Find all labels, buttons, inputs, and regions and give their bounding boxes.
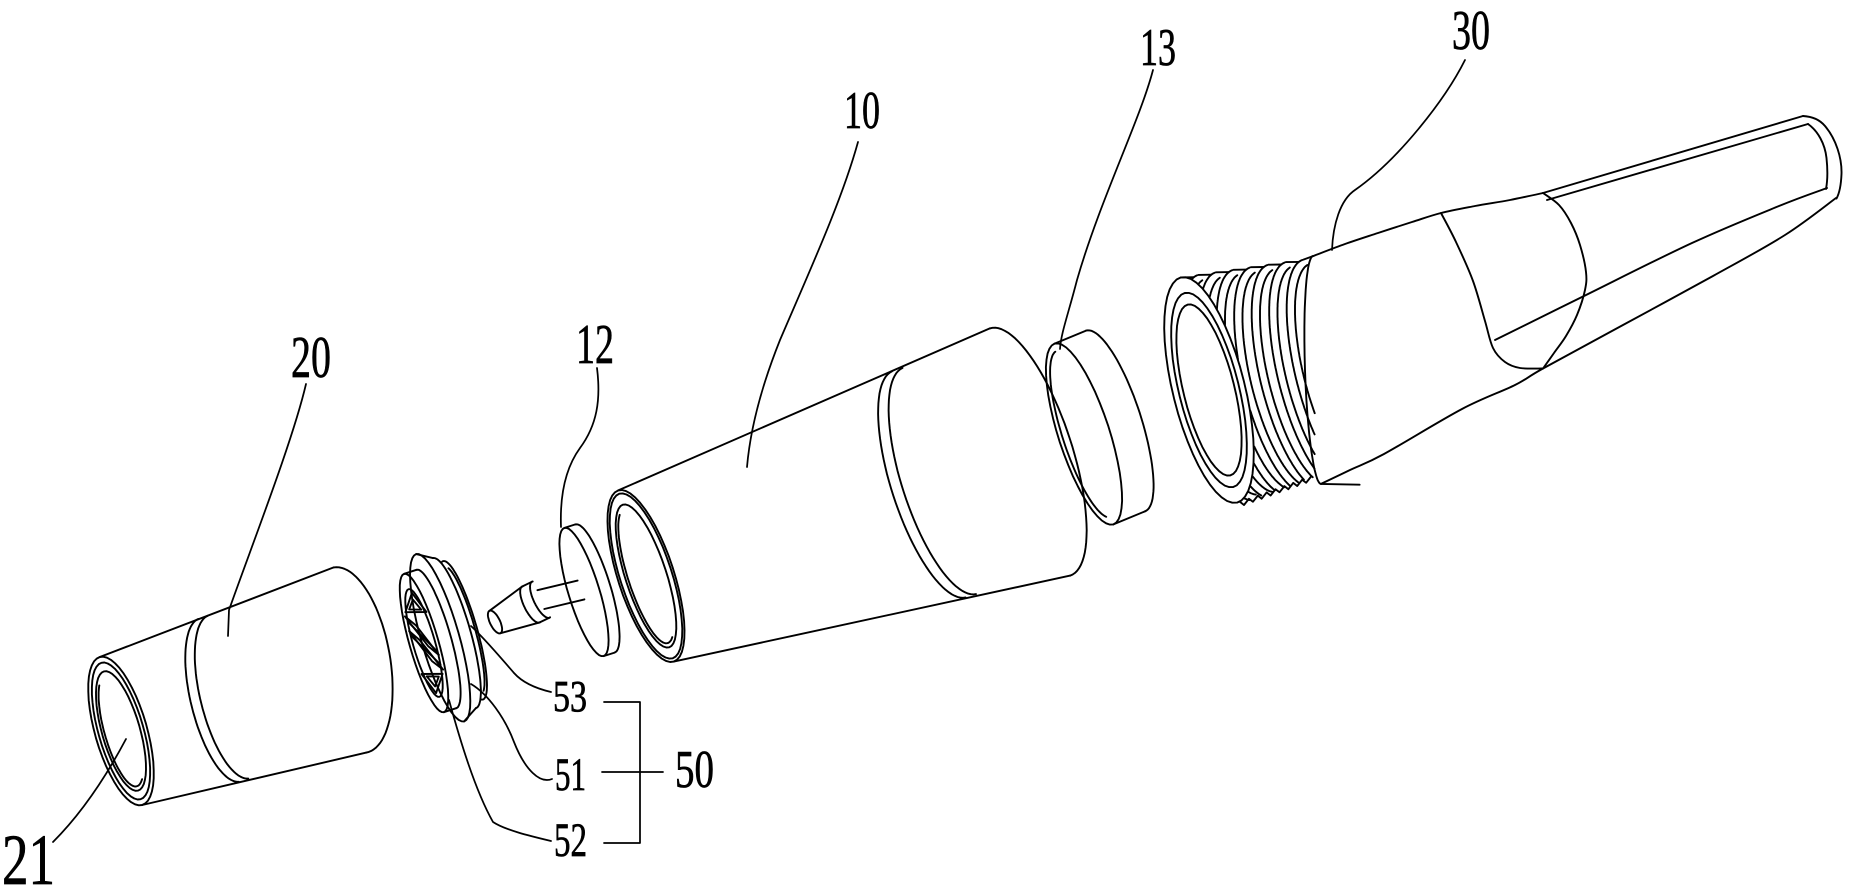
part-label-52: 52: [554, 814, 587, 867]
part-53: [441, 560, 488, 701]
part-52: [398, 568, 462, 714]
leader-53: [470, 625, 552, 693]
part-label-53: 53: [553, 672, 587, 721]
part-label-12: 12: [576, 314, 614, 376]
part-51: [409, 553, 482, 723]
part-label-30: 30: [1452, 0, 1490, 62]
part-30: [1163, 115, 1843, 506]
pin: [486, 579, 586, 635]
leader-21: [52, 738, 127, 843]
leader-12: [559, 367, 600, 528]
part-label-21: 21: [2, 820, 55, 885]
part-label-20: 20: [291, 324, 331, 390]
leader-30: [1331, 59, 1466, 251]
part-label-50: 50: [675, 741, 714, 799]
leader-13: [1059, 69, 1154, 350]
part-label-10: 10: [844, 82, 880, 140]
part-20: [87, 566, 394, 807]
leader-20: [227, 383, 307, 637]
part-12: [558, 523, 621, 658]
leader-51: [470, 683, 553, 781]
part-13: [1044, 329, 1155, 526]
leader-52: [448, 699, 552, 842]
bracket-50: [601, 701, 664, 844]
leader-10: [746, 141, 859, 468]
part-10: [606, 326, 1088, 663]
part-label-13: 13: [1140, 19, 1176, 77]
part-label-51: 51: [555, 749, 586, 801]
